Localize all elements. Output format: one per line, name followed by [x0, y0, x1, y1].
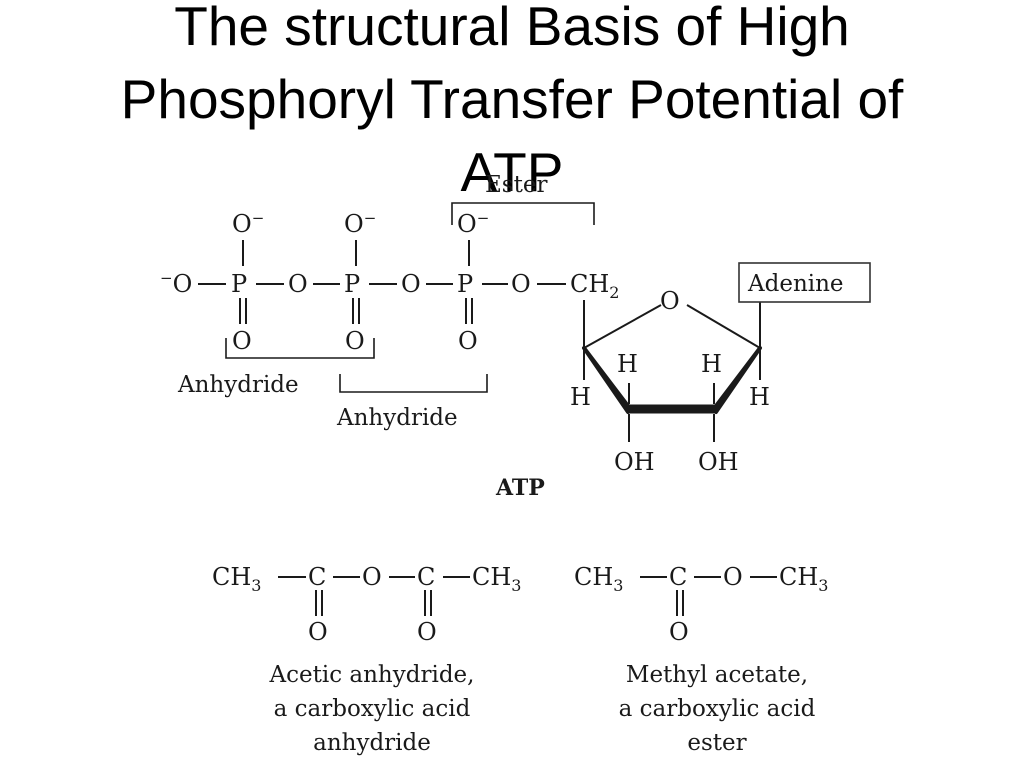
terminal-o-minus: −O — [160, 269, 192, 298]
phosphate-chain: −O P O P O P O CH2 — [160, 269, 619, 302]
aa-ch3-right: CH3 — [472, 563, 521, 595]
atom-o-top-2: O− — [344, 209, 376, 238]
atom-o-top-3: O− — [457, 209, 489, 238]
slide-title: The structural Basis of High Phosphoryl … — [0, 0, 1024, 209]
atom-o-bridge-2: O — [401, 270, 421, 298]
aa-carbon-1: C — [308, 563, 326, 591]
atom-o-bridge-1: O — [288, 270, 308, 298]
atom-o-top-1: O− — [232, 209, 264, 238]
phosphate-bottom-oxygens: O O O — [232, 327, 478, 355]
title-line-1: The structural Basis of High — [174, 0, 850, 57]
atom-o-bridge-3: O — [511, 270, 531, 298]
ring-oxygen: O — [660, 287, 680, 315]
aa-ch3-left: CH3 — [212, 563, 261, 595]
aa-carbonyl-o-1: O — [308, 618, 328, 646]
atom-o-bottom-2: O — [345, 327, 365, 355]
atp-compound-label: ATP — [495, 475, 545, 501]
adenine-box: Adenine — [738, 262, 871, 303]
atom-o-bottom-1: O — [232, 327, 252, 355]
atp-structure: Ester O− O− O− −O P O P O — [160, 172, 871, 501]
ma-caption-line-2: a carboxylic acid — [619, 696, 816, 722]
adenine-label: Adenine — [747, 271, 844, 297]
anhydride-label-1: Anhydride — [177, 372, 299, 398]
anhydride-bracket-2: Anhydride — [336, 374, 488, 431]
aa-caption-line-3: anhydride — [313, 730, 431, 756]
ring-h-right: H — [749, 383, 770, 411]
title-line-2: Phosphoryl Transfer Potential of — [120, 68, 904, 130]
atom-p-3: P — [457, 270, 473, 298]
ma-ch3-left: CH3 — [574, 563, 623, 595]
phosphate-top-oxygens: O− O− O− — [232, 209, 489, 238]
aa-carbonyl-o-2: O — [417, 618, 437, 646]
ma-ester-oxygen: O — [723, 563, 743, 591]
ma-caption-line-3: ester — [687, 730, 746, 756]
atom-ch2: CH2 — [570, 270, 619, 302]
title-line-3: ATP — [460, 141, 564, 203]
anhydride-bracket-1: Anhydride — [177, 338, 375, 398]
ester-label: Ester — [485, 172, 547, 198]
ring-h-c2: H — [617, 350, 638, 378]
ring-oh-right: OH — [698, 448, 739, 476]
aa-caption-line-1: Acetic anhydride, — [269, 662, 475, 688]
anhydride-label-2: Anhydride — [336, 405, 458, 431]
ring-h-left: H — [570, 383, 591, 411]
aa-carbon-2: C — [417, 563, 435, 591]
methyl-acetate-structure: CH3 C O CH3 O Methyl acetate, a carboxyl… — [574, 563, 828, 756]
aa-bridge-oxygen: O — [362, 563, 382, 591]
ribose-ring: O H H H H OH OH — [570, 287, 770, 476]
ma-carbon: C — [669, 563, 687, 591]
acetic-anhydride-structure: CH3 C O C CH3 O O Acetic anhydride, a ca… — [212, 563, 521, 756]
atom-p-2: P — [344, 270, 360, 298]
ma-ch3-right: CH3 — [779, 563, 828, 595]
ring-h-c3: H — [701, 350, 722, 378]
ester-bracket: Ester — [451, 172, 595, 225]
atom-o-bottom-3: O — [458, 327, 478, 355]
atom-p-1: P — [231, 270, 247, 298]
ma-caption-line-1: Methyl acetate, — [626, 662, 808, 688]
aa-caption-line-2: a carboxylic acid — [274, 696, 471, 722]
ring-oh-left: OH — [614, 448, 655, 476]
ma-carbonyl-o: O — [669, 618, 689, 646]
